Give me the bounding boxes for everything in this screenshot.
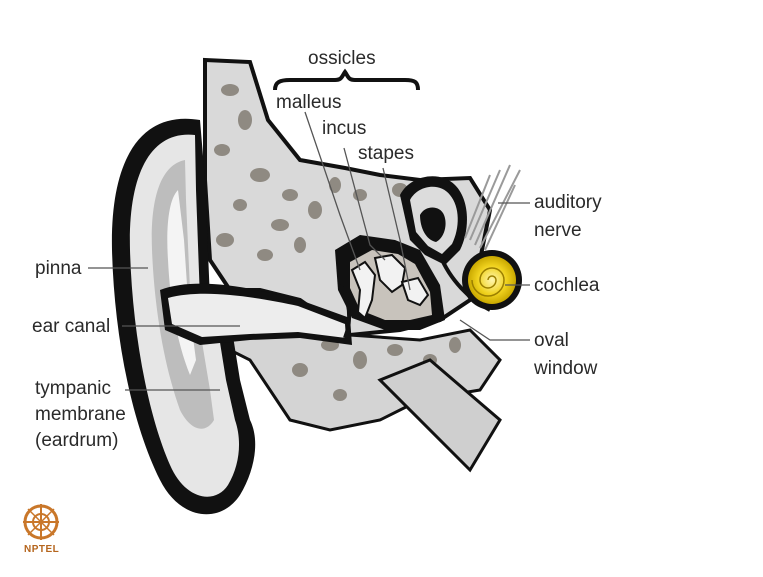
label-cochlea: cochlea [534, 275, 600, 297]
label-auditory-nerve-line2: nerve [534, 220, 582, 242]
nptel-logo-text: NPTEL [24, 544, 59, 555]
label-tympanic-line1: tympanic [35, 378, 111, 400]
nptel-logo [23, 504, 59, 540]
ossicles-bracket [275, 72, 418, 90]
label-pinna: pinna [35, 258, 82, 280]
label-ear-canal: ear canal [32, 316, 110, 338]
label-tympanic-line3: (eardrum) [35, 430, 118, 452]
label-incus: incus [322, 118, 366, 140]
label-oval-window-line1: oval [534, 330, 569, 352]
label-oval-window-line2: window [534, 358, 597, 380]
label-ossicles: ossicles [308, 48, 376, 70]
label-auditory-nerve-line1: auditory [534, 192, 602, 214]
label-tympanic-line2: membrane [35, 404, 126, 426]
cochlea-shape [462, 250, 522, 310]
label-malleus: malleus [276, 92, 341, 114]
label-stapes: stapes [358, 143, 414, 165]
